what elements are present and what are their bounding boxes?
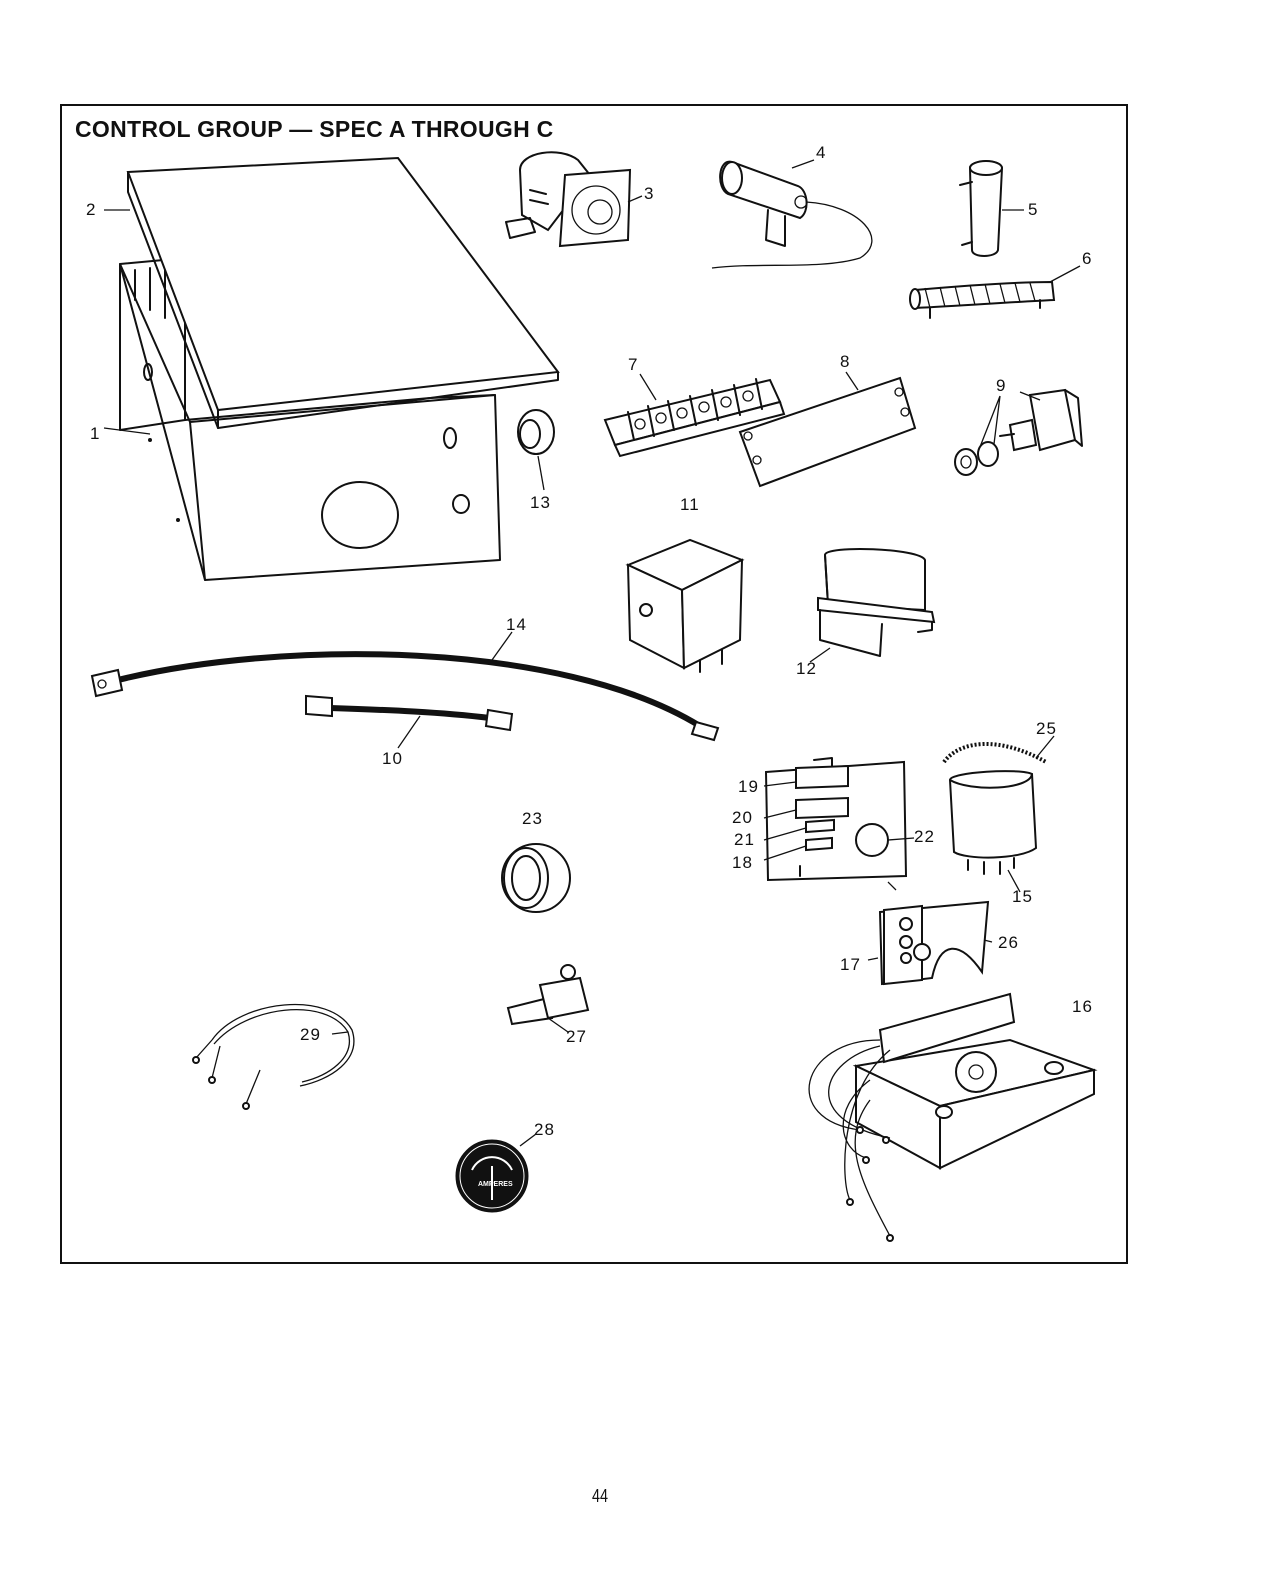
callout-16: 16 — [1072, 997, 1093, 1016]
callout-26: 26 — [998, 933, 1019, 952]
bezel-ring-part — [502, 844, 570, 912]
capacitor-part — [712, 162, 872, 268]
callout-12: 12 — [796, 659, 817, 678]
page-number: 44 — [592, 1486, 608, 1507]
callout-1: 1 — [90, 424, 100, 443]
callout-3: 3 — [644, 184, 654, 203]
box-cover-part — [128, 158, 558, 428]
clamp-part — [508, 965, 588, 1024]
callout-19: 19 — [738, 777, 759, 796]
long-cable-part — [92, 654, 718, 740]
callout-15: 15 — [1012, 887, 1033, 906]
callout-5: 5 — [1028, 200, 1038, 219]
callout-25: 25 — [1036, 719, 1057, 738]
solenoid-part — [506, 152, 630, 246]
toggle-switch-part — [955, 390, 1082, 475]
relay-can-part — [950, 771, 1036, 874]
callout-20: 20 — [732, 808, 753, 827]
callout-9: 9 — [996, 376, 1006, 395]
callout-4: 4 — [816, 143, 826, 162]
relay-board-part — [766, 758, 906, 880]
callout-29: 29 — [300, 1025, 321, 1044]
callout-11: 11 — [680, 495, 700, 514]
mounting-bracket-part — [880, 902, 988, 984]
callout-7: 7 — [628, 355, 638, 374]
grommet-part — [518, 410, 554, 454]
callout-8: 8 — [840, 352, 850, 371]
callout-13: 13 — [530, 493, 551, 512]
wirewound-resistor-part — [910, 282, 1054, 318]
callout-18: 18 — [732, 853, 753, 872]
callout-22: 22 — [914, 827, 935, 846]
wiring-harness-part — [193, 1005, 354, 1109]
voltage-regulator-part — [818, 549, 934, 656]
callout-2: 2 — [86, 200, 96, 219]
resistor-tube-part — [960, 161, 1002, 256]
gauge-word: AMPERES — [478, 1181, 513, 1188]
short-cable-part — [306, 696, 512, 730]
callout-27: 27 — [566, 1027, 587, 1046]
callout-21: 21 — [734, 830, 755, 849]
callout-23: 23 — [522, 809, 543, 828]
spring-part — [944, 744, 1046, 762]
callout-17: 17 — [840, 955, 861, 974]
callout-14: 14 — [506, 615, 527, 634]
callout-28: 28 — [534, 1120, 555, 1139]
ammeter-gauge-part: AMPERES — [456, 1140, 528, 1212]
callout-10: 10 — [382, 749, 403, 768]
base-assembly-part — [809, 994, 1094, 1241]
relay-box-part — [628, 540, 742, 672]
callout-6: 6 — [1082, 249, 1092, 268]
